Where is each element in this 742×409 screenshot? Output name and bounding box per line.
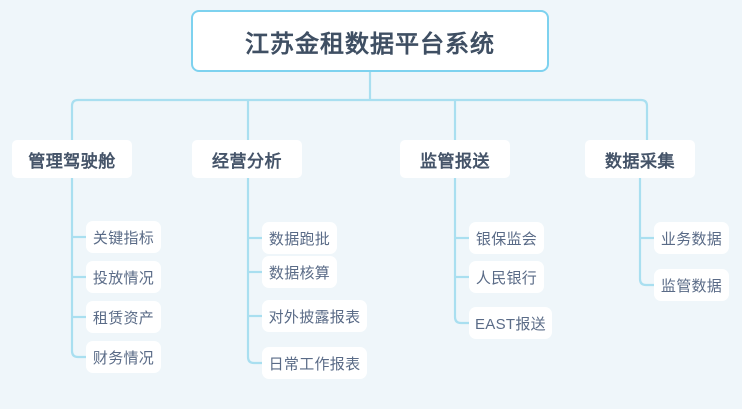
- spine-col-2: [246, 178, 262, 365]
- leaf-node[interactable]: EAST报送: [469, 307, 552, 339]
- leaf-node[interactable]: 数据核算: [262, 256, 337, 288]
- root-node[interactable]: 江苏金租数据平台系统: [191, 10, 549, 72]
- branch-node-business-analysis[interactable]: 经营分析: [192, 140, 302, 178]
- leaf-node[interactable]: 业务数据: [654, 222, 729, 254]
- branch-bus-connector: [70, 98, 649, 140]
- leaf-node[interactable]: 银保监会: [469, 222, 544, 254]
- spine-col-3: [453, 178, 469, 325]
- leaf-node[interactable]: 监管数据: [654, 269, 729, 301]
- leaf-node[interactable]: 财务情况: [86, 341, 161, 373]
- branch-node-regulatory-reporting[interactable]: 监管报送: [400, 140, 510, 178]
- leaf-node[interactable]: 数据跑批: [262, 222, 337, 254]
- branch-node-data-collection[interactable]: 数据采集: [585, 140, 695, 178]
- branch-node-management-cockpit[interactable]: 管理驾驶舱: [12, 140, 132, 178]
- spine-col-4: [638, 178, 654, 287]
- leaf-node[interactable]: 日常工作报表: [262, 347, 367, 379]
- leaf-node[interactable]: 投放情况: [86, 261, 161, 293]
- spine-col-1: [70, 178, 86, 359]
- leaf-node[interactable]: 关键指标: [86, 221, 161, 253]
- leaf-node[interactable]: 对外披露报表: [262, 300, 367, 332]
- leaf-node[interactable]: 租赁资产: [86, 301, 161, 333]
- leaf-node[interactable]: 人民银行: [469, 261, 544, 293]
